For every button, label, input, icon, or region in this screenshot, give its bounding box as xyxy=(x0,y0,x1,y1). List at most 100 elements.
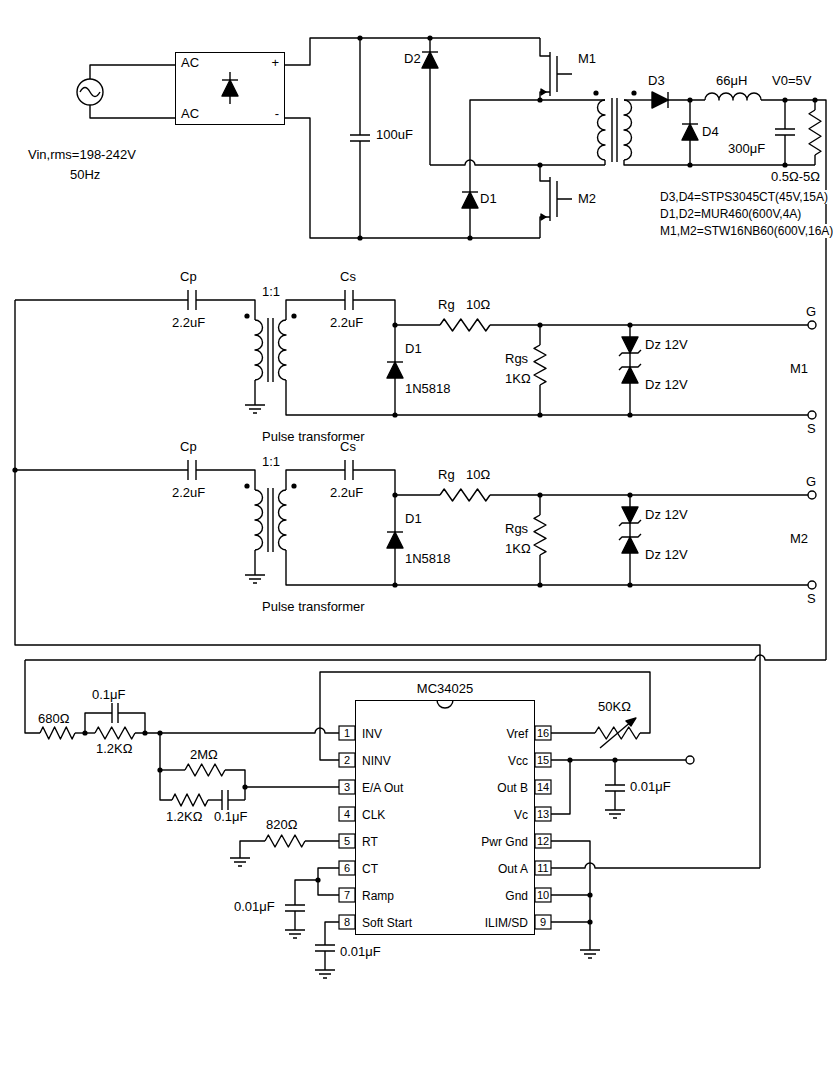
wire xyxy=(325,922,339,945)
ground-symbol xyxy=(285,930,305,938)
wire xyxy=(624,99,652,100)
junction-dot xyxy=(392,322,397,327)
terminal xyxy=(808,321,816,329)
wire xyxy=(551,760,570,814)
pin-box xyxy=(535,753,551,767)
capacitor-symbol xyxy=(605,785,625,791)
mosfet-symbol xyxy=(541,214,546,220)
junction-dot xyxy=(392,412,397,417)
component-label: Dz 12V xyxy=(645,548,688,562)
component-label: V0=5V xyxy=(772,74,811,88)
pin-number: 2 xyxy=(339,753,355,767)
junction-dot xyxy=(537,412,542,417)
wire xyxy=(285,118,540,238)
ic-box: MC34025INVNINVE/A OutCLKRTCTRampSoft Sta… xyxy=(355,700,535,935)
component-label: M2 xyxy=(790,532,808,546)
wire xyxy=(614,791,615,810)
wire xyxy=(784,135,785,165)
capacitor-symbol xyxy=(285,905,305,911)
junction-dot xyxy=(315,877,320,882)
wire xyxy=(394,378,395,415)
junction-dot xyxy=(157,767,162,772)
rectifier-label: AC xyxy=(181,106,199,122)
resistor-symbol xyxy=(185,764,225,776)
component-label: Dz 12V xyxy=(645,508,688,522)
junction-dot xyxy=(142,730,147,735)
inductor-symbol xyxy=(705,93,761,100)
wire xyxy=(90,105,175,118)
junction-dot xyxy=(291,483,296,488)
component-label: Rgs xyxy=(505,522,528,536)
component-label: D4 xyxy=(702,125,719,139)
component-label: 2.2uF xyxy=(330,316,363,330)
component-label: Rgs xyxy=(505,352,528,366)
junction-dot xyxy=(631,90,636,95)
pin-number: 8 xyxy=(339,915,355,929)
junction-dot xyxy=(537,162,542,167)
pin-box xyxy=(339,807,355,821)
capacitor-symbol xyxy=(345,290,353,310)
junction-dot xyxy=(242,784,247,789)
wire xyxy=(229,96,230,104)
component-label: Cs xyxy=(340,270,356,284)
pin-box xyxy=(535,726,551,740)
component-label: 100uF xyxy=(376,128,413,142)
component-label: D1,D2=MUR460(600V,4A) xyxy=(660,207,801,221)
ac-source xyxy=(77,79,103,105)
component-label: 1KΩ xyxy=(505,372,531,386)
junction-dot xyxy=(357,235,362,240)
ground-symbol xyxy=(580,950,600,958)
component-label: 0.01μF xyxy=(234,900,275,914)
junction-dot xyxy=(392,582,397,587)
ic-notch xyxy=(437,700,453,708)
pin-number: 10 xyxy=(535,888,551,902)
component-label: Pulse transformer xyxy=(262,600,365,614)
junction-dot xyxy=(427,35,432,40)
wire xyxy=(540,165,550,181)
pin-box xyxy=(535,834,551,848)
component-label: 10Ω xyxy=(466,298,490,312)
capacitor-symbol xyxy=(222,790,228,810)
wire xyxy=(118,713,145,733)
junction-dot xyxy=(537,322,542,327)
diode-symbol xyxy=(222,80,238,96)
pin-name: Vc xyxy=(514,807,528,823)
pin-number: 5 xyxy=(339,834,355,848)
wire xyxy=(254,550,255,575)
mosfet-symbol xyxy=(557,56,572,92)
component-label: 0.01μF xyxy=(630,780,671,794)
wire xyxy=(430,160,605,165)
wire xyxy=(359,38,360,135)
component-label: 2.2uF xyxy=(172,486,205,500)
wire xyxy=(539,555,540,585)
pin-name: E/A Out xyxy=(362,780,403,796)
coil-symbol xyxy=(279,320,287,380)
pin-name: CLK xyxy=(362,807,385,823)
resistor-symbol xyxy=(534,345,546,385)
resistor-symbol xyxy=(440,319,490,331)
wire xyxy=(539,495,540,515)
wire xyxy=(551,894,590,895)
zener-symbol xyxy=(619,534,641,540)
ac-source xyxy=(80,88,100,97)
junction-dot xyxy=(357,35,362,40)
diode-symbol xyxy=(387,361,403,362)
junction-dot xyxy=(782,162,787,167)
pin-number: 4 xyxy=(339,807,355,821)
resistor-symbol xyxy=(534,515,546,555)
diode-symbol xyxy=(387,362,403,378)
pin-box xyxy=(535,888,551,902)
pin-number: 15 xyxy=(535,753,551,767)
zener-symbol xyxy=(622,537,638,553)
resistor-symbol xyxy=(95,727,135,739)
pin-number: 7 xyxy=(339,888,355,902)
component-label: Dz 12V xyxy=(645,378,688,392)
resistor-symbol xyxy=(265,835,305,847)
pin-box xyxy=(339,834,355,848)
junction-dot xyxy=(537,492,542,497)
component-label: 50Hz xyxy=(70,168,100,182)
component-label: 2.2uF xyxy=(172,316,205,330)
component-label: 300μF xyxy=(728,142,765,156)
junction-dot xyxy=(687,162,692,167)
wire xyxy=(551,921,590,922)
